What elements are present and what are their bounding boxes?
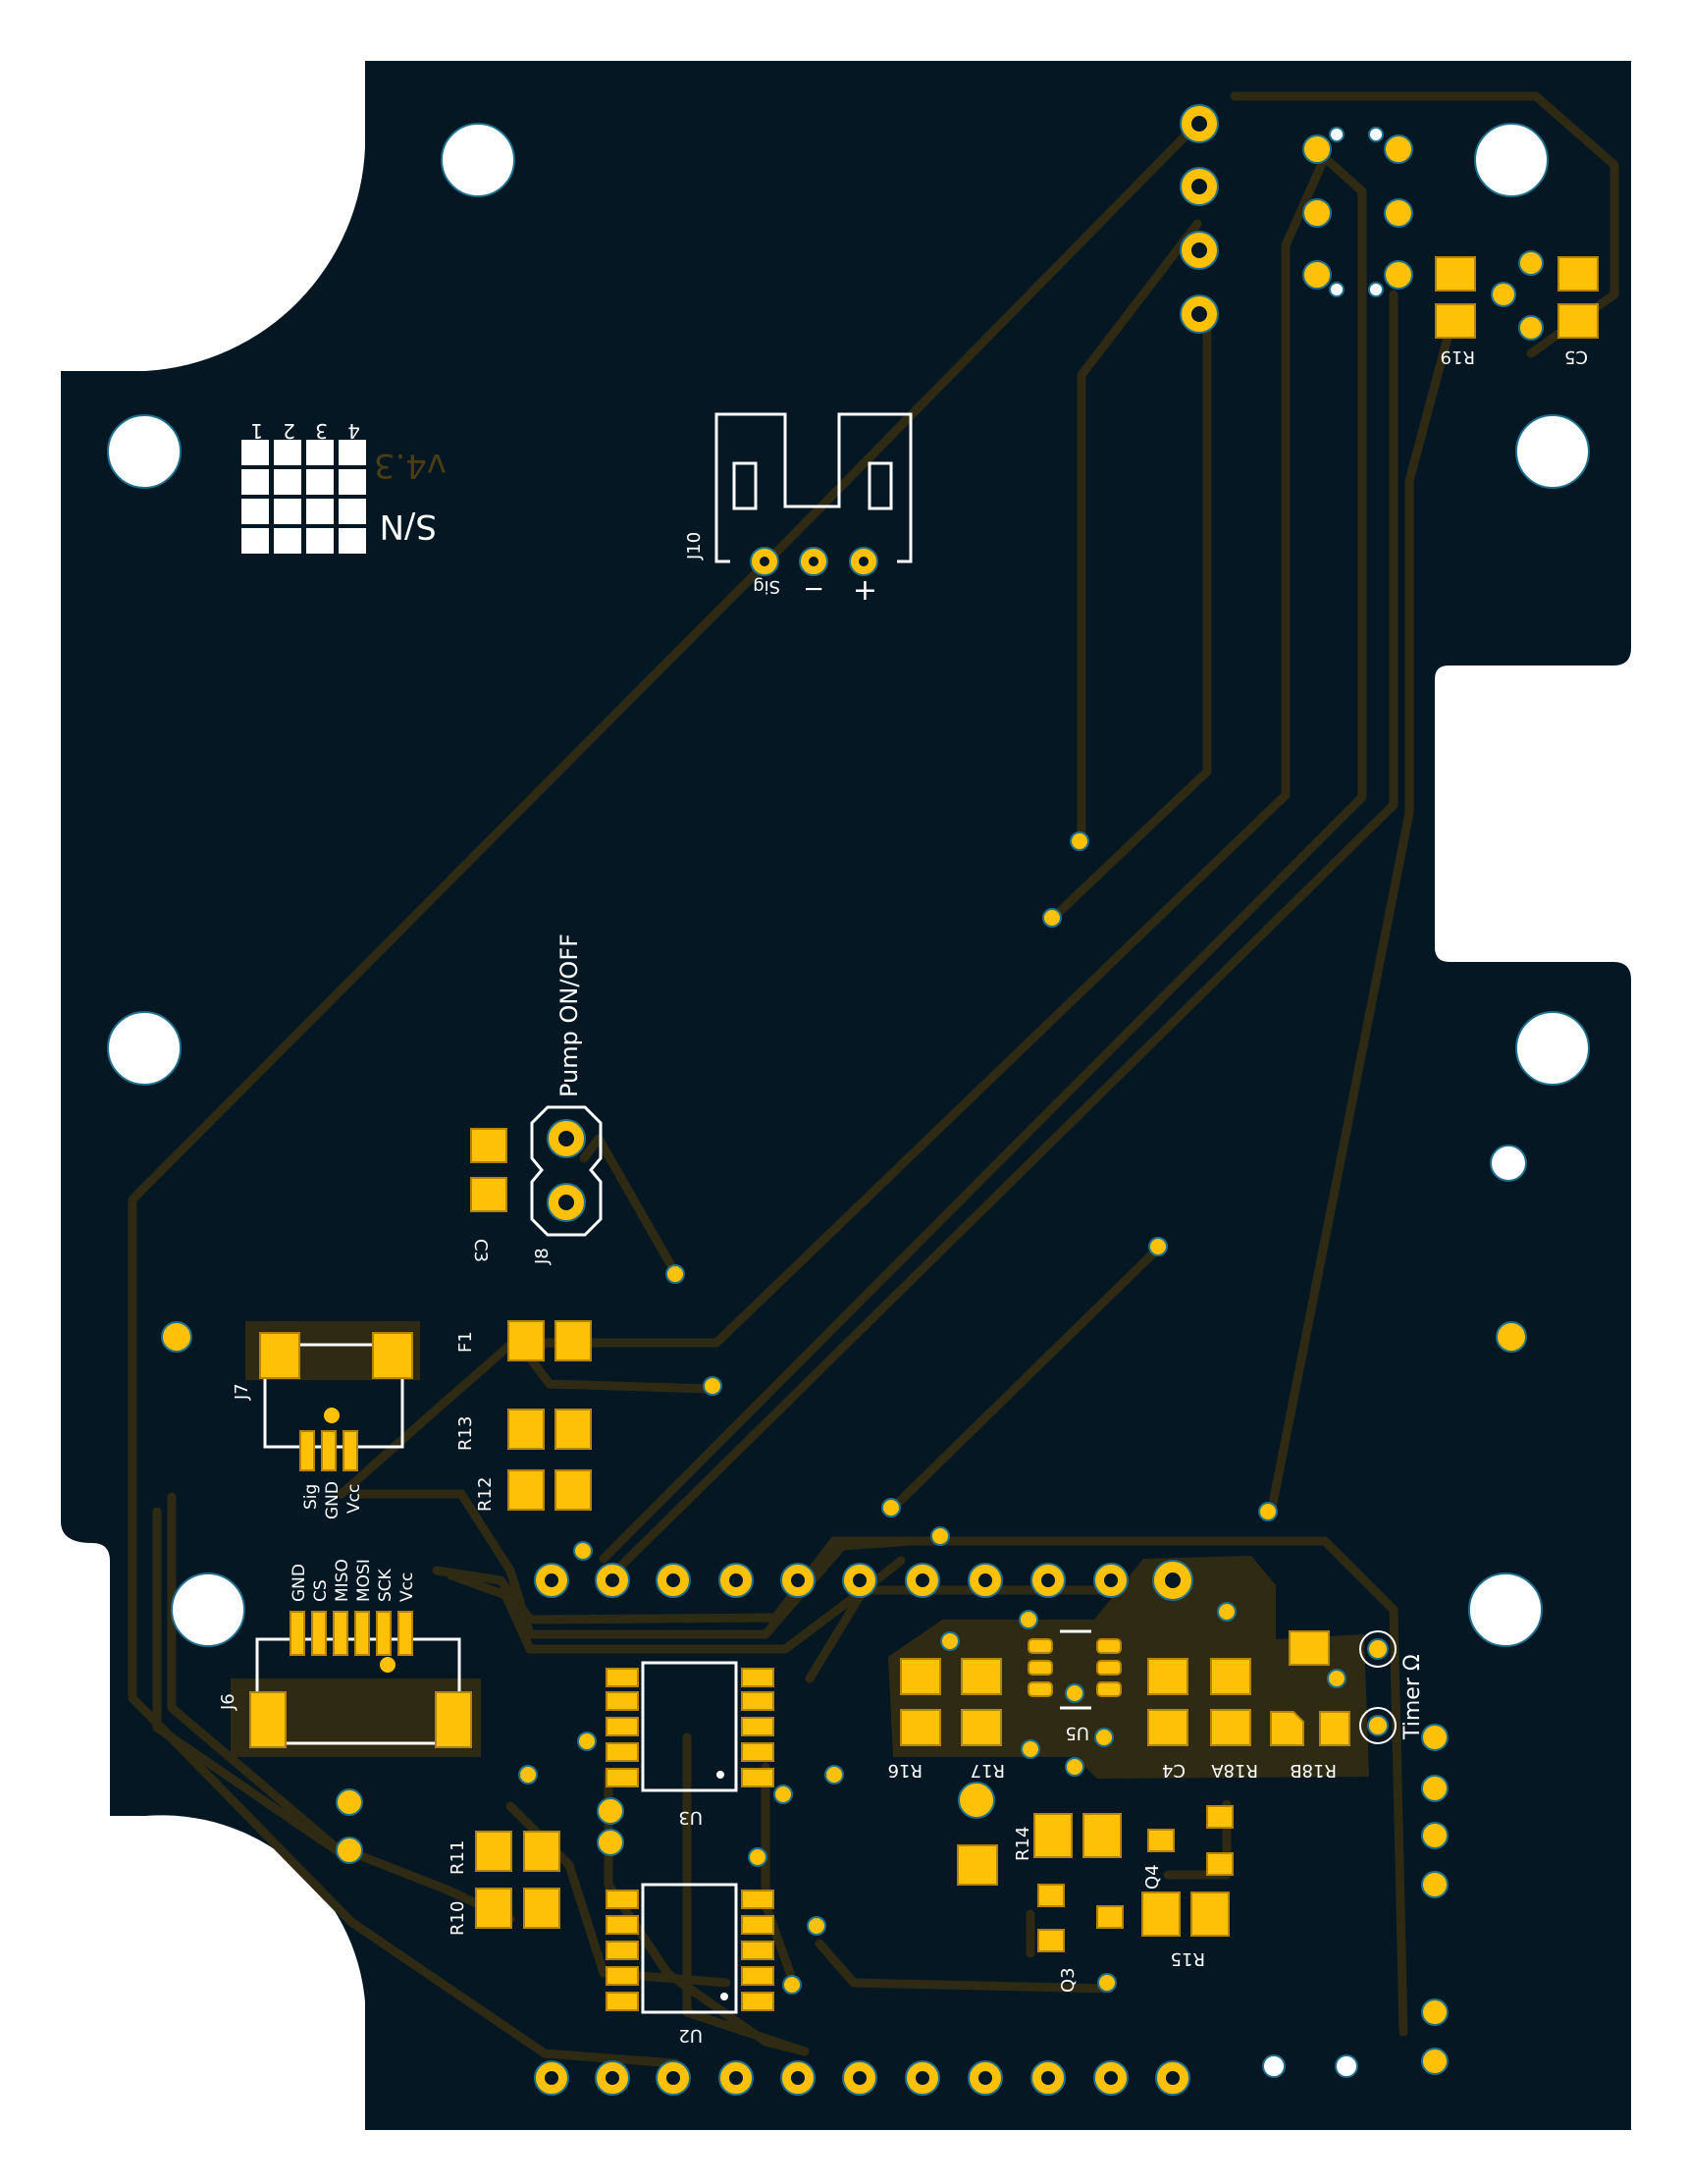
test-pad[interactable]: [957, 1844, 998, 1886]
f1-label: F1: [455, 1331, 476, 1353]
r12-label: R12: [475, 1477, 496, 1512]
j6-via: [380, 1657, 396, 1673]
j7-label: J7: [232, 1383, 252, 1401]
j6-miso-label: MISO: [333, 1559, 352, 1602]
j7-vcc-label: Vcc: [344, 1484, 364, 1514]
r17-resistor[interactable]: [961, 1658, 1002, 1746]
u5-vias: [940, 1602, 1346, 1777]
j7-gnd-label: GND: [323, 1481, 343, 1519]
c5-label: C5: [1564, 346, 1588, 367]
q3-via: [1097, 1973, 1117, 1993]
u3-label: U3: [678, 1807, 703, 1828]
version-text: v4.3: [374, 446, 447, 485]
mounting-hole: [1262, 2054, 1286, 2078]
serial-number-grid: [241, 440, 366, 554]
r10-resistor[interactable]: [475, 1888, 560, 1929]
u5-outline: [1060, 1629, 1091, 1710]
j7-pads[interactable]: [259, 1332, 413, 1471]
pump-label: Pump ON/OFF: [555, 933, 583, 1097]
j7-sig-label: Sig: [301, 1484, 321, 1510]
timer-label: Timer Ω: [1400, 1654, 1425, 1740]
r16-resistor[interactable]: [900, 1658, 941, 1746]
u2-chip[interactable]: [606, 1883, 774, 2014]
serial-col-2: 2: [283, 419, 295, 443]
r14-resistor[interactable]: [1033, 1813, 1122, 1858]
j6-sck-label: SCK: [376, 1568, 396, 1602]
j6-label: J6: [218, 1693, 238, 1711]
mounting-hole: [1515, 1011, 1590, 1086]
mounting-holes: [107, 123, 1590, 2078]
q4-label: Q4: [1142, 1864, 1163, 1890]
r18b-label: R18B: [1290, 1760, 1337, 1781]
mounting-hole: [441, 123, 515, 197]
c3-label: C3: [470, 1239, 491, 1262]
c3-capacitor[interactable]: [470, 1128, 507, 1212]
u3-chip[interactable]: [606, 1661, 774, 1792]
j6-gnd-label: GND: [290, 1564, 309, 1602]
mounting-hole: [1490, 1145, 1527, 1182]
mounting-hole: [171, 1572, 245, 1647]
r12-resistor[interactable]: [507, 1469, 592, 1511]
j8-outline: [530, 1105, 603, 1237]
r16-label: R16: [888, 1760, 923, 1781]
c4-capacitor[interactable]: [1147, 1658, 1188, 1746]
j10-plus-label: +: [853, 573, 877, 608]
u2-label: U2: [678, 2025, 703, 2046]
j7-via: [324, 1408, 340, 1423]
serial-col-4: 4: [347, 419, 360, 443]
q3-label: Q3: [1058, 1967, 1079, 1993]
j10-connector[interactable]: [714, 412, 913, 563]
j7-outline: [263, 1343, 404, 1449]
timer-pads[interactable]: [1359, 1630, 1397, 1744]
r18a-resistor[interactable]: [1210, 1658, 1251, 1746]
r18a-label: R18A: [1211, 1760, 1258, 1781]
q3-transistor[interactable]: [1037, 1884, 1124, 1952]
serial-label: S/N: [380, 506, 437, 546]
r11-label: R11: [448, 1840, 468, 1875]
j8-label: J8: [532, 1248, 553, 1265]
r13-resistor[interactable]: [507, 1409, 592, 1450]
mcu-header-top[interactable]: [534, 1560, 1193, 1601]
serial-col-1: 1: [250, 419, 263, 443]
mounting-hole: [1468, 1572, 1543, 1647]
j6-cs-label: CS: [311, 1579, 331, 1602]
r18b-resistor[interactable]: [1270, 1630, 1350, 1746]
j6-vcc-label: Vcc: [397, 1572, 417, 1602]
j6-mosi-label: MOSI: [354, 1559, 374, 1602]
j6-pads[interactable]: [249, 1611, 472, 1748]
j10-sig-label: Sig: [753, 576, 780, 597]
test-pad-via[interactable]: [958, 1782, 995, 1819]
r19-resistor[interactable]: [1435, 256, 1476, 339]
r19-label: R19: [1441, 346, 1475, 367]
mounting-hole: [107, 1011, 182, 1086]
r13-label: R13: [455, 1416, 476, 1451]
mounting-hole: [1474, 123, 1549, 197]
sensor-pads[interactable]: [573, 134, 1544, 1561]
u5-label: U5: [1065, 1723, 1089, 1743]
c4-label: C4: [1162, 1760, 1186, 1781]
mounting-hole: [1515, 414, 1590, 489]
mounting-hole: [107, 414, 182, 489]
r15-label: R15: [1171, 1948, 1205, 1969]
u5-chip[interactable]: [1028, 1638, 1122, 1697]
side-pins[interactable]: [161, 1321, 1527, 2075]
mounting-hole: [1335, 2054, 1358, 2078]
misc-vias: [518, 1731, 844, 1995]
r10-label: R10: [448, 1901, 468, 1936]
c5-capacitor[interactable]: [1557, 256, 1599, 339]
r17-label: R17: [971, 1760, 1005, 1781]
j10-label: J10: [684, 532, 705, 560]
r15-resistor[interactable]: [1141, 1891, 1230, 1937]
f1-fuse[interactable]: [507, 1320, 592, 1361]
r14-label: R14: [1013, 1827, 1033, 1861]
j10-minus-label: −: [803, 574, 824, 604]
r11-resistor[interactable]: [475, 1831, 560, 1872]
serial-col-3: 3: [315, 419, 328, 443]
q4-transistor[interactable]: [1147, 1805, 1234, 1876]
copper-traces: [128, 91, 1619, 2068]
